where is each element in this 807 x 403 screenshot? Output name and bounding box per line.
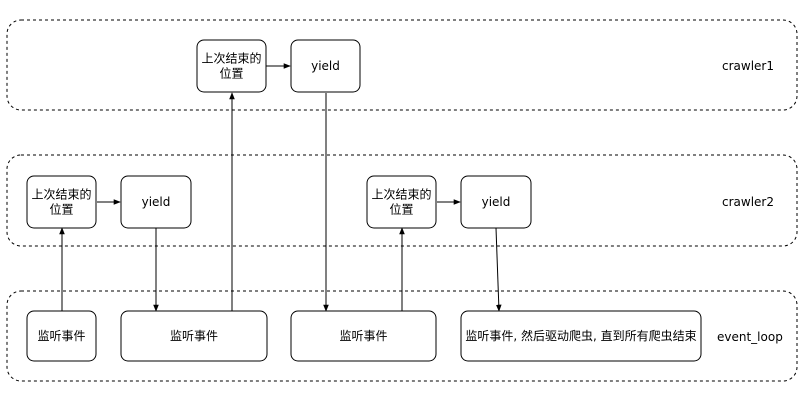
box-label: yield xyxy=(311,59,340,73)
box-c2-yield-b: yield xyxy=(460,175,532,229)
lane-label: crawler1 xyxy=(722,59,774,73)
box-label: 位置 xyxy=(49,202,73,217)
box-label: 上次结束的 xyxy=(201,51,261,66)
box-label: yield xyxy=(482,195,511,209)
box-c1-yield: yield xyxy=(290,39,361,93)
process-boxes: 上次结束的位置yield上次结束的位置yield上次结束的位置yield监听事件… xyxy=(26,39,702,362)
box-label: 监听事件 xyxy=(170,329,218,343)
box-label: 上次结束的 xyxy=(371,187,431,202)
connectors xyxy=(59,63,502,312)
box-c2-yield-a: yield xyxy=(120,175,192,229)
box-border xyxy=(120,175,192,229)
box-border xyxy=(26,175,97,229)
box-ev-listen-3: 监听事件 xyxy=(290,310,437,362)
edge-c2b-yield-to-listen4 xyxy=(495,227,502,312)
box-label: 位置 xyxy=(389,202,413,217)
box-border xyxy=(196,39,267,93)
lane-label: event_loop xyxy=(717,330,783,344)
box-label: 位置 xyxy=(219,66,243,81)
lane-border xyxy=(6,19,798,111)
box-border xyxy=(26,310,97,362)
lane-crawler1: crawler1 xyxy=(6,19,798,111)
box-border xyxy=(290,310,437,362)
box-ev-listen-2: 监听事件 xyxy=(120,310,268,362)
box-label: 监听事件 xyxy=(37,329,85,343)
box-border xyxy=(460,175,532,229)
box-border xyxy=(460,310,702,362)
box-ev-listen-4: 监听事件, 然后驱动爬虫, 直到所有爬虫结束 xyxy=(460,310,702,362)
box-ev-listen-1: 监听事件 xyxy=(26,310,97,362)
box-border xyxy=(290,39,361,93)
box-label: 上次结束的 xyxy=(31,187,91,202)
box-label: yield xyxy=(142,195,171,209)
box-label: 监听事件, 然后驱动爬虫, 直到所有爬虫结束 xyxy=(465,328,696,343)
lane-label: crawler2 xyxy=(722,195,774,209)
box-label: 监听事件 xyxy=(339,329,387,343)
box-border xyxy=(366,175,437,229)
box-border xyxy=(120,310,268,362)
